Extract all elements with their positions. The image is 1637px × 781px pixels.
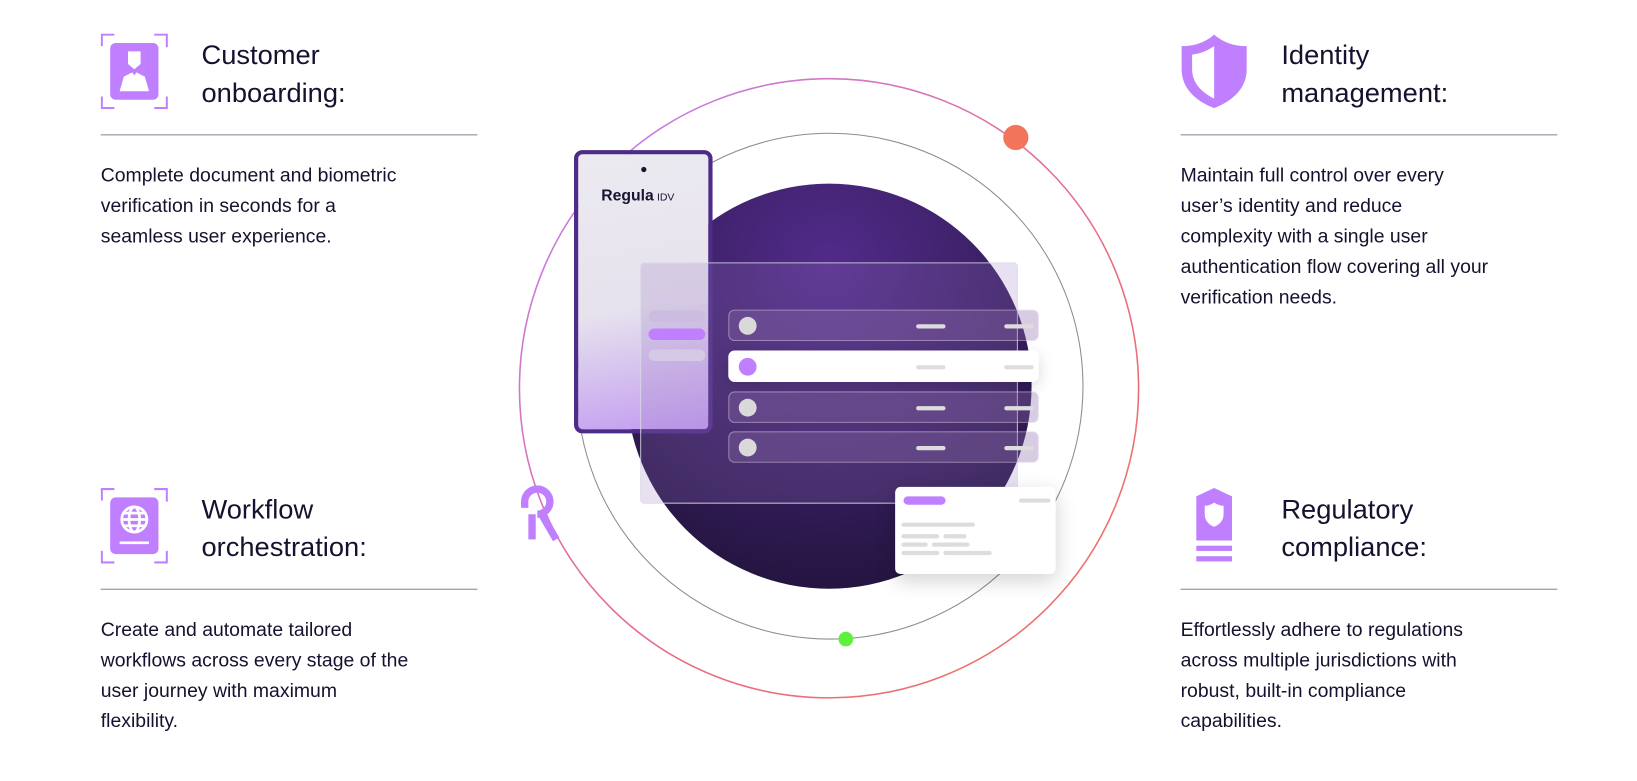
list-row-selected xyxy=(728,350,1039,382)
divider xyxy=(100,134,478,136)
menu-item-active xyxy=(648,328,706,341)
camera-dot xyxy=(641,166,647,173)
globe-passport-icon xyxy=(100,487,168,564)
menu-item xyxy=(648,310,706,323)
info-card xyxy=(895,486,1056,575)
divider xyxy=(100,588,478,590)
outer-orbit xyxy=(518,77,1140,699)
shield-icon xyxy=(1181,34,1247,109)
divider xyxy=(1180,134,1558,136)
list-row xyxy=(728,309,1039,342)
list-row xyxy=(728,431,1039,463)
regula-r-logo xyxy=(521,485,560,542)
orbit-dot-orange xyxy=(1003,124,1029,151)
list-row xyxy=(728,391,1039,423)
divider xyxy=(1180,588,1558,590)
shield-badge-icon xyxy=(1196,487,1232,562)
orbit-dot-green xyxy=(838,631,854,647)
menu-item xyxy=(648,349,706,361)
menu-item xyxy=(648,292,706,305)
user-id-card-icon xyxy=(100,33,168,110)
